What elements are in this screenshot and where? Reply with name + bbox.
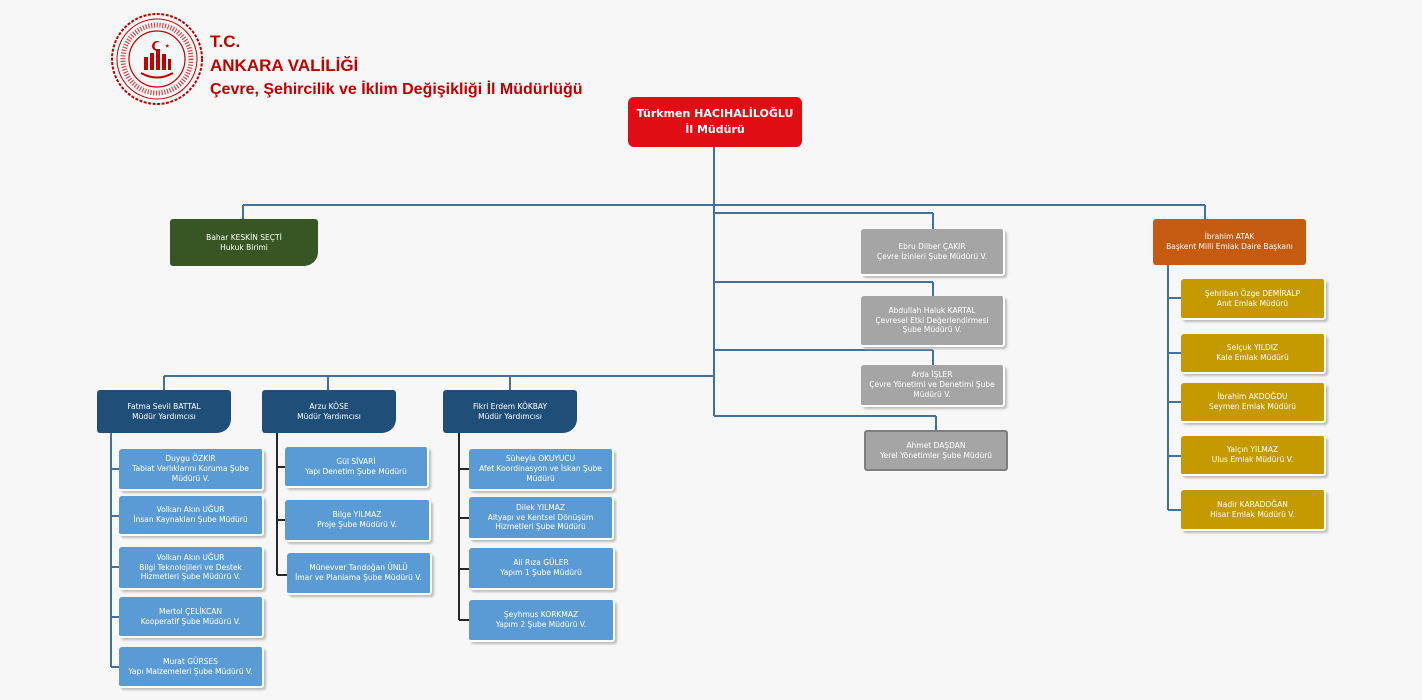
unit-name: Selçuk YILDIZ bbox=[1226, 343, 1279, 353]
unit-name: Yalçın YILMAZ bbox=[1226, 445, 1279, 455]
deputy-name: Arzu KÖSE bbox=[309, 401, 349, 411]
unit-title: Altyapı ve Kentsel Dönüşüm Hizmetleri Şu… bbox=[487, 512, 594, 532]
legal-unit-box: Bahar KESKİN SEÇTİ Hukuk Birimi bbox=[170, 219, 318, 266]
unit-name: Bilge YILMAZ bbox=[332, 510, 382, 520]
director-box: Türkmen HACIHALİLOĞLU İl Müdürü bbox=[628, 97, 802, 147]
gray-unit-box: Arda İŞLER Çevre Yönetimi ve Denetimi Şu… bbox=[861, 365, 1005, 407]
unit-name: Volkan Akın UĞUR bbox=[156, 505, 225, 515]
unit-title: Seymen Emlak Müdürü bbox=[1209, 402, 1296, 411]
branch-unit-box: Münevver Tandoğan ÜNLÜ İmar ve Planlama … bbox=[287, 553, 432, 595]
institution-header: T.C. ANKARA VALİLİĞİ Çevre, Şehircilik v… bbox=[210, 30, 583, 102]
unit-name: Süheyla OKUYUCU bbox=[505, 454, 576, 464]
branch-unit-box: Murat GÜRSES Yapı Malzemeleri Şube Müdür… bbox=[119, 647, 264, 688]
deputy-name: Fatma Sevil BATTAL bbox=[127, 401, 201, 411]
deputy-director-box: Fikri Erdem KÖKBAY Müdür Yardımcısı bbox=[443, 390, 577, 433]
unit-name: Duygu ÖZKIR bbox=[165, 454, 216, 464]
deputy-director-box: Arzu KÖSE Müdür Yardımcısı bbox=[262, 390, 396, 433]
header-directorate: Çevre, Şehircilik ve İklim Değişikliği İ… bbox=[210, 81, 583, 98]
unit-name: Gül SİVARİ bbox=[336, 456, 376, 466]
unit-title: Yerel Yönetimler Şube Müdürü bbox=[879, 450, 993, 460]
unit-title: Çevresel Etki Değerlendirmesi Şube Müdür… bbox=[875, 315, 989, 335]
deputy-name: Fikri Erdem KÖKBAY bbox=[472, 401, 548, 411]
unit-name: Abdullah Haluk KARTAL bbox=[888, 305, 976, 315]
branch-unit-box: Duygu ÖZKIR Tabiat Varlıklarını Koruma Ş… bbox=[119, 449, 264, 491]
director-name: Türkmen HACIHALİLOĞLU bbox=[636, 107, 794, 121]
deputy-title: Müdür Yardımcısı bbox=[478, 411, 542, 421]
unit-title: Yapım 1 Şube Müdürü bbox=[500, 568, 582, 577]
branch-unit-box: Volkan Akın UĞUR Bilgi Teknolojileri ve … bbox=[119, 547, 264, 590]
legal-title: Hukuk Birimi bbox=[220, 242, 268, 252]
deputy-title: Müdür Yardımcısı bbox=[297, 411, 361, 421]
unit-title: Afet Koordinasyon ve İskan Şube Müdürü bbox=[479, 464, 602, 483]
unit-title: Hisar Emlak Müdürü V. bbox=[1210, 509, 1295, 519]
unit-name: Dilek YILMAZ bbox=[516, 502, 565, 512]
unit-title: Proje Şube Müdürü V. bbox=[317, 520, 397, 529]
emlak-unit-box: İbrahim AKDOĞDU Seymen Emlak Müdürü bbox=[1181, 383, 1326, 423]
emlak-unit-box: Nadir KARADOĞAN Hisar Emlak Müdürü V. bbox=[1181, 490, 1326, 531]
branch-unit-box: Bilge YILMAZ Proje Şube Müdürü V. bbox=[285, 500, 431, 542]
unit-name: Volkan Akın UĞUR bbox=[156, 552, 225, 562]
deputy-director-box: Fatma Sevil BATTAL Müdür Yardımcısı bbox=[97, 390, 231, 433]
branch-unit-box: Dilek YILMAZ Altyapı ve Kentsel Dönüşüm … bbox=[469, 497, 614, 540]
unit-title: Çevre İzinleri Şube Müdürü V. bbox=[876, 251, 988, 261]
branch-unit-box: Mertol ÇELİKCAN Kooperatif Şube Müdürü V… bbox=[119, 597, 264, 638]
emlak-unit-box: Yalçın YILMAZ Ulus Emlak Müdürü V. bbox=[1181, 436, 1326, 476]
unit-title: İmar ve Planlama Şube Müdürü V. bbox=[295, 573, 422, 582]
unit-name: Mertol ÇELİKCAN bbox=[158, 606, 223, 616]
unit-title: Bilgi Teknolojileri ve Destek Hizmetleri… bbox=[139, 562, 242, 582]
header-governorship: ANKARA VALİLİĞİ bbox=[210, 56, 359, 75]
unit-name: Ahmet DAŞDAN bbox=[906, 440, 966, 450]
gray-unit-box: Abdullah Haluk KARTAL Çevresel Etki Değe… bbox=[861, 296, 1005, 347]
unit-title: Yapım 2 Şube Müdürü V. bbox=[495, 620, 587, 629]
unit-name: İbrahim AKDOĞDU bbox=[1217, 392, 1288, 402]
branch-unit-box: Ali Rıza GÜLER Yapım 1 Şube Müdürü bbox=[469, 548, 615, 590]
unit-title: Kooperatif Şube Müdürü V. bbox=[140, 616, 241, 626]
unit-name: Murat GÜRSES bbox=[162, 656, 218, 666]
unit-title: Çevre Yönetimi ve Denetimi Şube Müdürü V… bbox=[869, 380, 995, 399]
unit-name: İbrahim ATAK bbox=[1204, 232, 1255, 242]
unit-title: Yapı Malzemeleri Şube Müdürü V. bbox=[128, 666, 253, 676]
unit-title: Başkent Milli Emlak Daire Başkanı bbox=[1166, 242, 1293, 251]
unit-name: Ebru Dilber ÇAKIR bbox=[898, 241, 966, 251]
branch-unit-box: Gül SİVARİ Yapı Denetim Şube Müdürü bbox=[285, 447, 429, 488]
unit-title: Anıt Emlak Müdürü bbox=[1216, 298, 1289, 308]
unit-title: İnsan Kaynakları Şube Müdürü bbox=[133, 515, 248, 524]
unit-title: Ulus Emlak Müdürü V. bbox=[1211, 455, 1294, 464]
unit-title: Kale Emlak Müdürü bbox=[1216, 353, 1289, 362]
unit-title: Tabiat Varlıklarını Koruma Şube Müdürü V… bbox=[132, 464, 249, 483]
director-title: İl Müdürü bbox=[685, 123, 745, 136]
unit-title: Yapı Denetim Şube Müdürü bbox=[305, 466, 407, 476]
branch-unit-box: Volkan Akın UĞUR İnsan Kaynakları Şube M… bbox=[119, 496, 264, 536]
header-tc: T.C. bbox=[210, 32, 241, 51]
unit-name: Nadir KARADOĞAN bbox=[1217, 499, 1288, 509]
branch-unit-box: Süheyla OKUYUCU Afet Koordinasyon ve İsk… bbox=[469, 449, 614, 491]
deputy-title: Müdür Yardımcısı bbox=[132, 411, 196, 421]
emlak-head-box: İbrahim ATAK Başkent Milli Emlak Daire B… bbox=[1153, 219, 1306, 265]
unit-name: Ali Rıza GÜLER bbox=[513, 558, 569, 568]
branch-unit-box: Şeyhmus KORKMAZ Yapım 2 Şube Müdürü V. bbox=[469, 600, 615, 642]
unit-name: Münevver Tandoğan ÜNLÜ bbox=[309, 563, 408, 573]
gray-unit-box: Ebru Dilber ÇAKIR Çevre İzinleri Şube Mü… bbox=[861, 229, 1005, 276]
legal-name: Bahar KESKİN SEÇTİ bbox=[206, 232, 282, 242]
emlak-unit-box: Şehriban Özge DEMİRALP Anıt Emlak Müdürü bbox=[1181, 279, 1326, 320]
unit-name: Şeyhmus KORKMAZ bbox=[503, 610, 579, 620]
ministry-seal-logo bbox=[111, 13, 203, 105]
unit-name: Arda İŞLER bbox=[911, 370, 953, 380]
unit-name: Şehriban Özge DEMİRALP bbox=[1204, 288, 1301, 298]
emlak-unit-box: Selçuk YILDIZ Kale Emlak Müdürü bbox=[1181, 334, 1326, 374]
gray-unit-box: Ahmet DAŞDAN Yerel Yönetimler Şube Müdür… bbox=[864, 430, 1008, 471]
